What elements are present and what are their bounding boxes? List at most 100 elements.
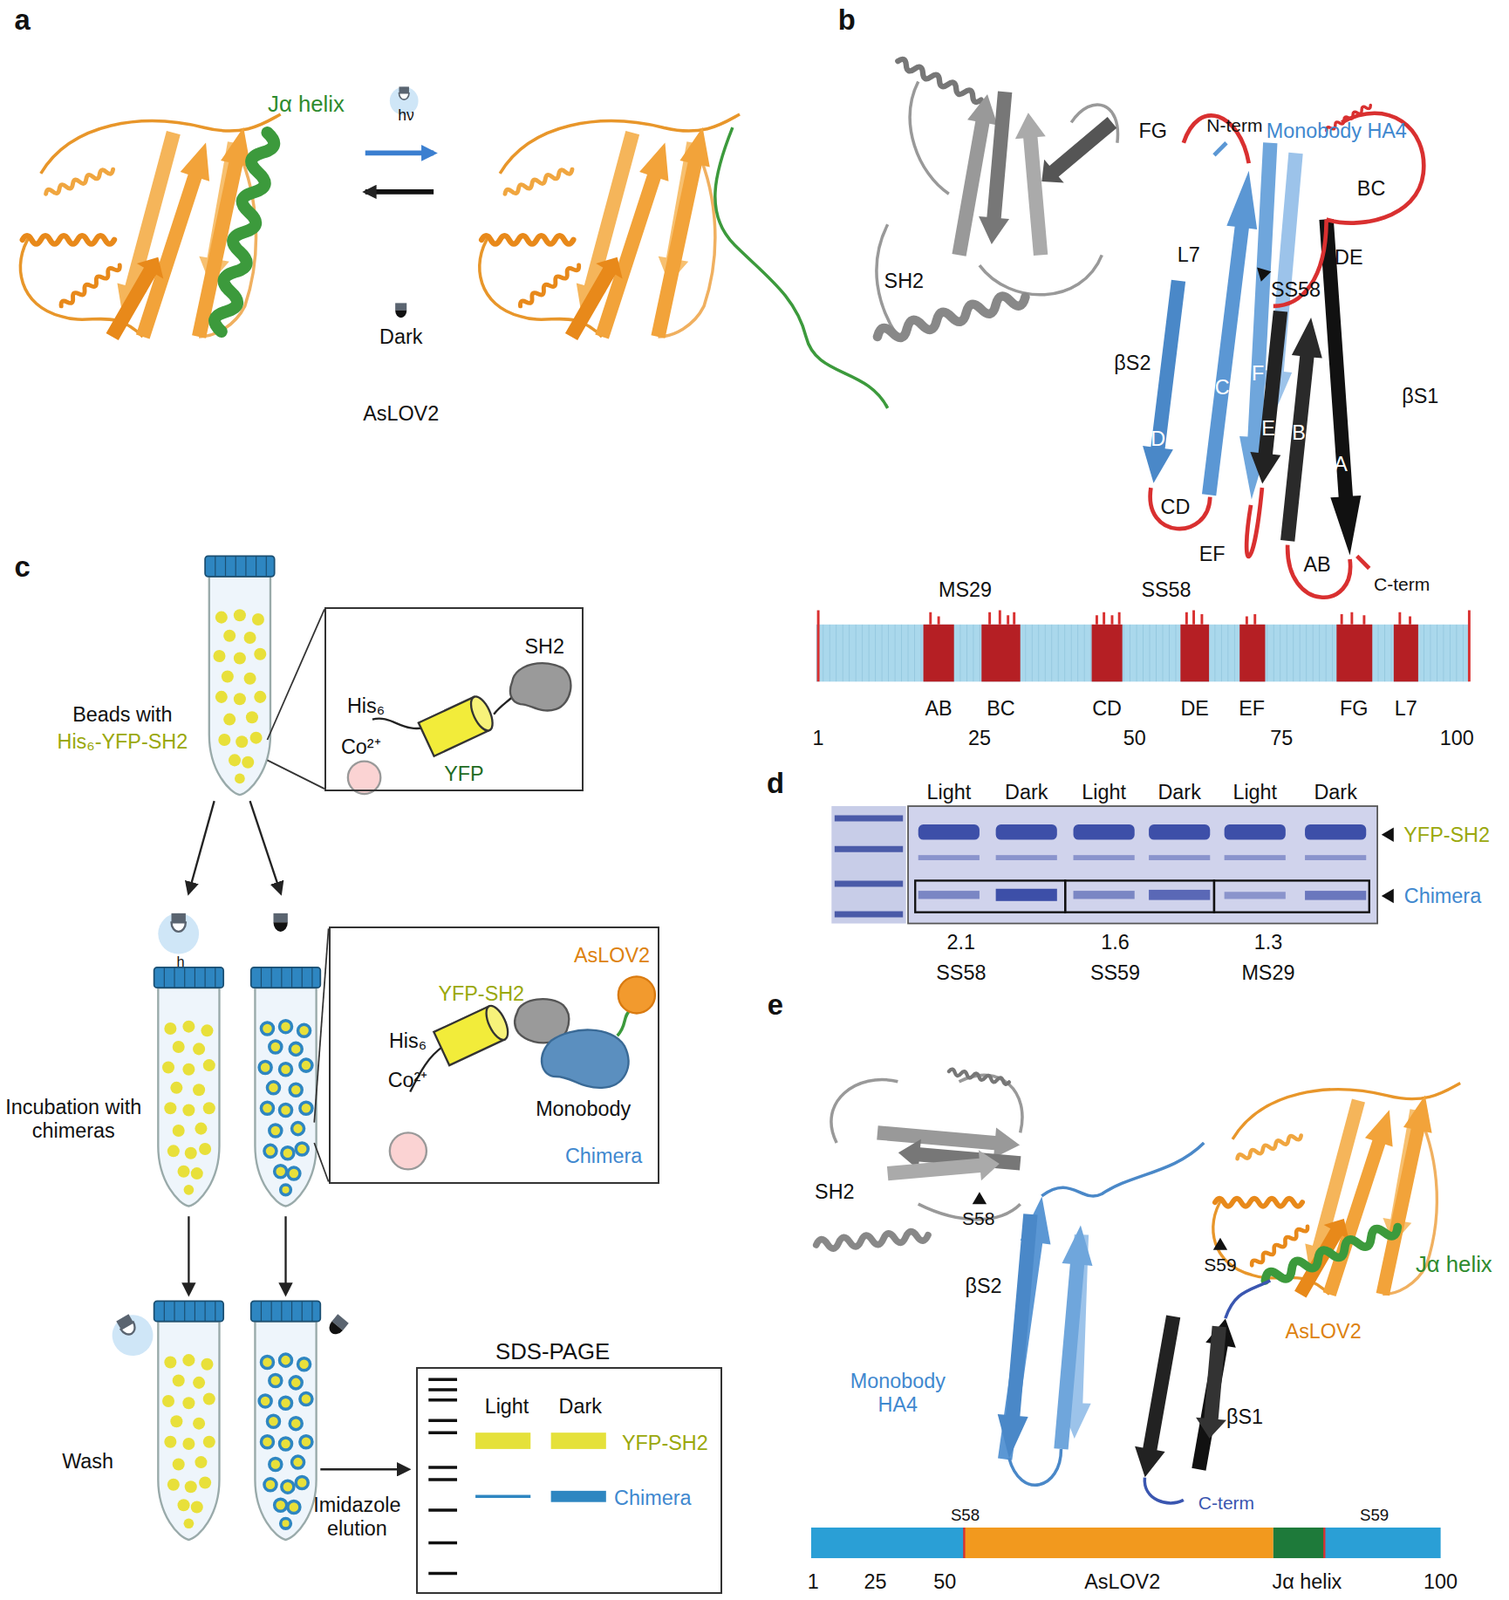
illustration-part (475, 1432, 531, 1449)
panel-letter: a (14, 4, 31, 38)
figure-label: h (176, 952, 185, 970)
illustration-part (918, 824, 980, 840)
illustration-part (811, 1527, 964, 1558)
figure-label: Jα helix (267, 92, 345, 119)
illustration-part (212, 608, 267, 784)
illustration-part (1213, 1237, 1228, 1250)
figure-label: Incubation with chimeras (1, 1095, 145, 1143)
figure-label: Dark (1157, 779, 1201, 804)
figure-label: 1 (807, 1570, 820, 1594)
illustration-part (1324, 1527, 1441, 1558)
illustration-part (1224, 891, 1286, 899)
figure-label: SH2 (884, 268, 924, 293)
illustration-part (1304, 890, 1366, 901)
illustration-part (1224, 824, 1286, 840)
illustration-part (266, 608, 325, 740)
illustration-part (1041, 1142, 1204, 1196)
figure-label: 75 (1270, 725, 1293, 750)
figure-label: βS1 (1226, 1404, 1264, 1428)
figure-label: Dark (1004, 779, 1048, 804)
figure-label: Co²⁺ (388, 1068, 429, 1093)
illustration-part (273, 913, 287, 932)
figure-label: Dark (379, 325, 423, 349)
illustration-part (481, 1002, 513, 1043)
illustration-part (365, 150, 434, 157)
illustration-part (187, 1215, 190, 1294)
illustration-part (1247, 309, 1297, 485)
box-heading: SDS-PAGE (495, 1338, 610, 1366)
figure-label: Imidazole elution (300, 1493, 414, 1541)
sequence-bar (816, 609, 1470, 682)
illustration-part (1273, 1527, 1325, 1558)
illustration-part (284, 1215, 287, 1294)
figure-label: hν (397, 106, 415, 124)
illustration-part (479, 114, 740, 345)
illustration-part (1073, 890, 1135, 899)
figure-label: MS29 (938, 578, 992, 602)
illustration-part (1214, 143, 1227, 156)
illustration-part (963, 1527, 1325, 1558)
illustration-part (1045, 1223, 1096, 1450)
illustration-part (389, 1132, 427, 1169)
sds-page-gel (831, 805, 1394, 924)
figure-label: SS58 (1270, 278, 1321, 302)
illustration-part (1073, 854, 1135, 861)
figure-label: Jα helix (1415, 1252, 1493, 1279)
figure-label: C (1215, 375, 1230, 400)
figure-label: Jα helix (1272, 1570, 1343, 1594)
figure-label: S59 (1203, 1254, 1236, 1276)
figure-label: BC (1357, 177, 1386, 201)
figure-label: 1 (812, 725, 825, 750)
figure-label: BC (986, 696, 1015, 720)
figure-label: Beads with (72, 702, 172, 726)
panel-letter: b (838, 4, 856, 38)
illustration-part (816, 624, 1470, 683)
figure-label: AsLOV2 (362, 401, 439, 425)
illustration-part (914, 880, 1066, 912)
figure-label: FG (1339, 696, 1368, 720)
illustration-part (923, 624, 1419, 683)
figure-label: AB (1304, 552, 1332, 576)
figure-label: L7 (1177, 243, 1201, 267)
illustration-part (212, 130, 277, 335)
illustration-part (972, 1191, 987, 1204)
aslov2-structure (20, 86, 888, 408)
illustration-part (162, 1020, 216, 1195)
illustration-part (428, 1379, 458, 1573)
figure-label: C-term (1373, 573, 1430, 595)
illustration-part (1148, 824, 1210, 840)
figure-label: Monobody HA4 (831, 1369, 964, 1417)
figure-label: βS2 (965, 1273, 1003, 1298)
illustration-part (157, 913, 199, 955)
figure-label: FG (1139, 118, 1168, 143)
figure-label: Chimera (1404, 884, 1482, 909)
illustration-part (996, 824, 1058, 840)
figure-label: Wash (61, 1449, 114, 1474)
illustration-part (918, 854, 1367, 861)
figure-label: YFP (443, 762, 484, 786)
illustration-part (251, 967, 321, 1207)
illustration-part (1304, 824, 1366, 840)
illustration-part (996, 888, 1058, 902)
figure-label: SS58 (1140, 578, 1191, 602)
figure-label: L7 (1394, 696, 1418, 720)
figure-label: Light (926, 779, 971, 804)
figure-label: DE (1334, 245, 1363, 269)
illustration-part (250, 800, 281, 893)
figure-label: B (1291, 421, 1306, 445)
illustration-part (251, 1300, 321, 1540)
figure-label: His₆ (347, 694, 385, 718)
illustration-part (981, 624, 1020, 683)
figure-label: 50 (1123, 725, 1147, 750)
figure-label: Chimera (565, 1143, 642, 1168)
figure-label: DE (1180, 696, 1209, 720)
panel-letter: e (767, 988, 784, 1022)
figure-label: YFP-SH2 (437, 982, 525, 1006)
illustration-part (895, 57, 983, 104)
illustration-part (204, 555, 275, 795)
illustration-part (314, 1142, 328, 1182)
illustration-part (259, 1020, 313, 1195)
figure-label: CD (1160, 495, 1191, 519)
illustration-part (348, 761, 381, 794)
figure-label: 1.6 (1100, 929, 1130, 954)
